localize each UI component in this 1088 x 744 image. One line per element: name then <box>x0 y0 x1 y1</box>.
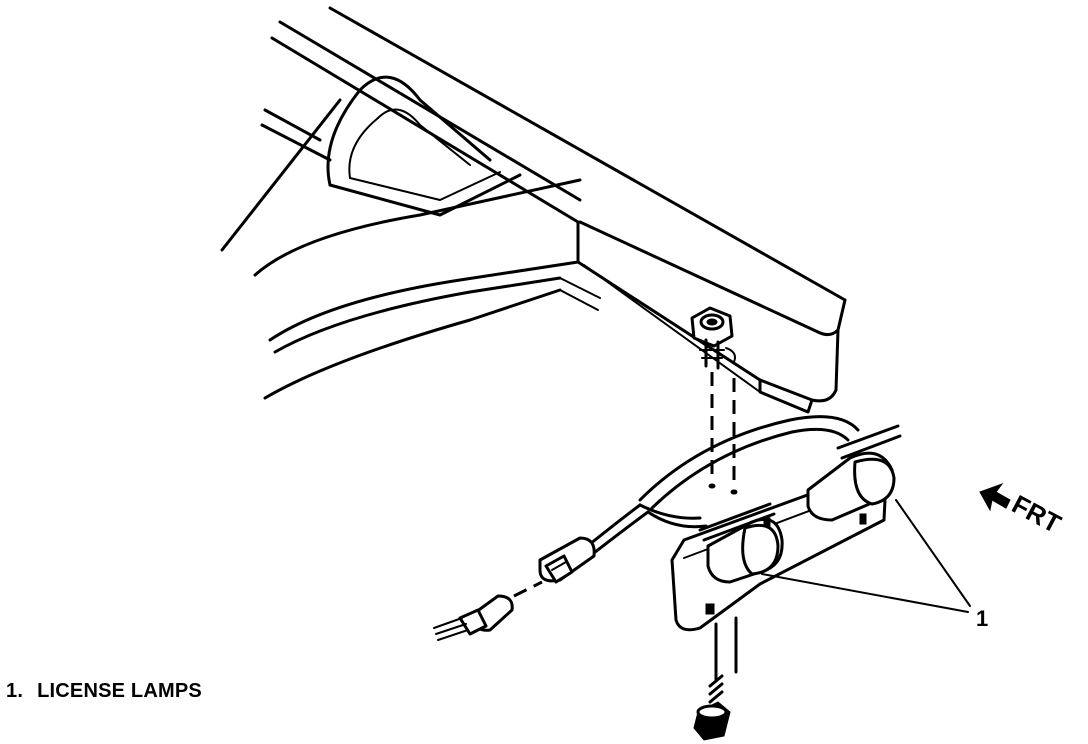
legend-item-label: LICENSE LAMPS <box>37 680 202 702</box>
mating-connector-icon <box>433 594 514 641</box>
callout-number: 1 <box>976 606 988 631</box>
harness-connector-icon <box>538 536 596 584</box>
connector-alignment-line <box>513 580 543 598</box>
nut-icon <box>690 306 736 370</box>
callout-leaders <box>761 499 971 613</box>
bolt-icon <box>693 616 738 741</box>
legend: 1. LICENSE LAMPS <box>6 680 202 703</box>
front-direction-label: FRT <box>1007 489 1066 539</box>
front-direction-indicator: FRT <box>979 482 1066 539</box>
bumper-frame <box>220 6 847 414</box>
front-arrow-icon <box>979 482 1011 512</box>
legend-item-number: 1. <box>6 680 24 702</box>
license-lamp-bracket <box>638 415 902 632</box>
legend-item: 1. LICENSE LAMPS <box>6 680 202 703</box>
